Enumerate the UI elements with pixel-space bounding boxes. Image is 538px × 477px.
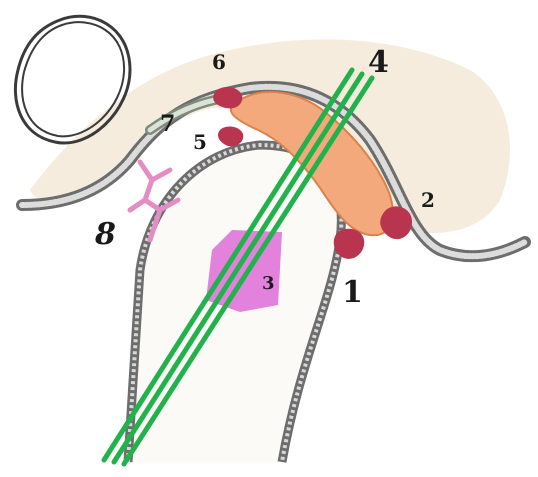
label-7: 7 [160,113,175,135]
label-8: 8 [95,220,116,250]
label-6: 6 [212,52,226,72]
label-3: 3 [262,275,275,293]
nodule-5 [218,127,243,147]
label-5: 5 [193,132,207,152]
label-2: 2 [421,190,435,210]
nodule-2 [380,206,412,239]
label-1: 1 [342,278,363,308]
label-4: 4 [368,48,389,78]
